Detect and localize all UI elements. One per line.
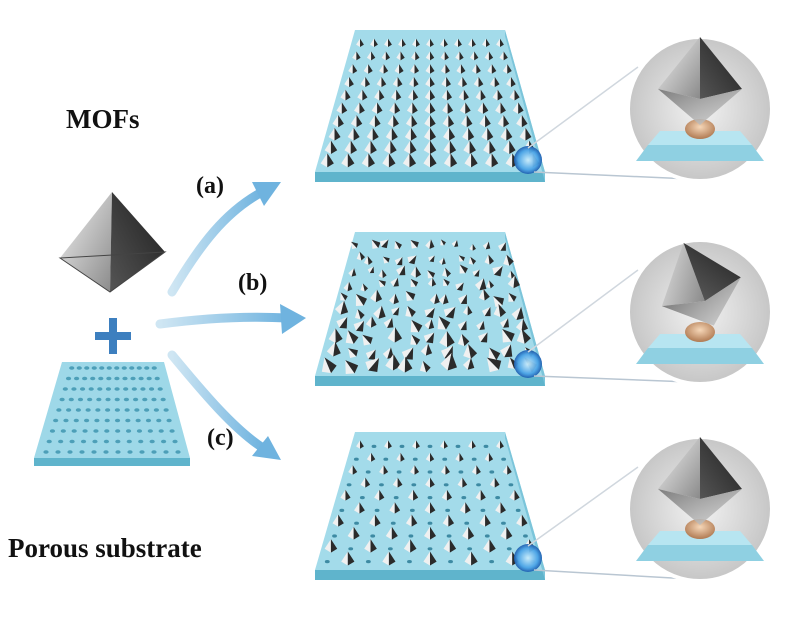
mof-crystals [321,239,538,375]
inset-substrate [636,145,764,161]
zoom-marker [514,350,542,378]
route-b-label: (b) [238,270,268,296]
zoom-marker [514,146,542,174]
inset-pore [685,519,715,539]
arrow-route-c [167,350,281,460]
substrate-edge [315,570,545,580]
result-panel-b [315,232,774,386]
connector-line [527,466,639,547]
inset-pore [685,119,715,139]
inset-crystal [658,437,742,525]
mofs-title: MOFs [66,104,140,134]
inset-crystal [661,242,741,326]
route-c-label: (c) [207,425,234,451]
connector-line [533,171,691,180]
arrow-route-b [155,304,306,334]
connector-line [533,569,691,580]
connector-line [527,66,639,149]
inset-crystal [658,37,742,125]
result-panel-a [315,30,774,183]
inset-substrate [636,348,764,364]
inset-substrate [636,545,764,561]
porous-substrate-title: Porous substrate [8,533,202,563]
arrow-route-a [167,182,281,297]
substrate-edge [315,376,545,386]
result-panel-c [315,432,774,583]
connector-line [527,269,639,353]
plus-icon [95,318,131,354]
substrate-side [505,432,545,580]
mof-crystal-icon [58,192,167,293]
mof-crystals [324,440,536,566]
inset-pore [685,322,715,342]
route-a-label: (a) [196,173,224,199]
connector-line [533,375,691,383]
porous-substrate-tile [34,362,190,466]
substrate-side [505,30,545,182]
substrate-edge [315,172,545,182]
substrate-pores [43,366,181,454]
zoom-marker [514,544,542,572]
